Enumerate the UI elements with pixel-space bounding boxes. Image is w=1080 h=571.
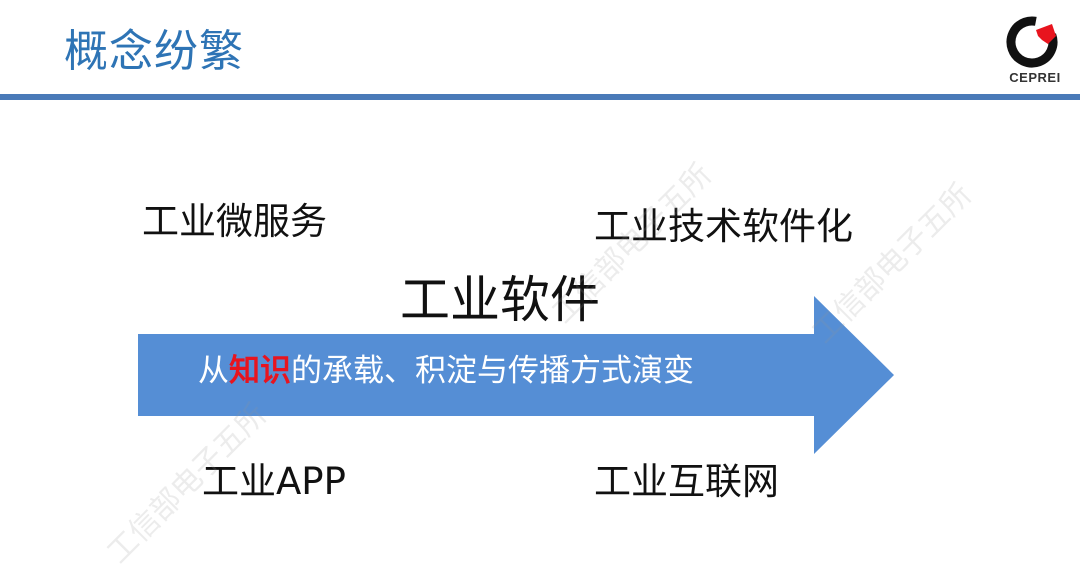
term-industrial-software: 工业软件 xyxy=(400,271,600,329)
logo-text: CEPREI xyxy=(1009,70,1061,85)
term-industrial-microservice: 工业微服务 xyxy=(142,200,327,243)
arrow-caption: 从知识的承载、积淀与传播方式演变 xyxy=(198,356,694,387)
term-industrial-tech-softwarization: 工业技术软件化 xyxy=(594,205,853,248)
ceprei-logo-icon xyxy=(1006,16,1058,68)
term-industrial-internet: 工业互联网 xyxy=(594,460,779,503)
term-industrial-app: 工业APP xyxy=(202,460,346,503)
arrow-caption-suffix: 的承载、积淀与传播方式演变 xyxy=(291,353,694,389)
arrow-caption-highlight: 知识 xyxy=(229,353,291,389)
header-divider xyxy=(0,94,1080,100)
slide-title: 概念纷繁 xyxy=(64,26,244,77)
arrow-caption-prefix: 从 xyxy=(198,353,229,389)
evolution-arrow-icon xyxy=(138,296,894,454)
